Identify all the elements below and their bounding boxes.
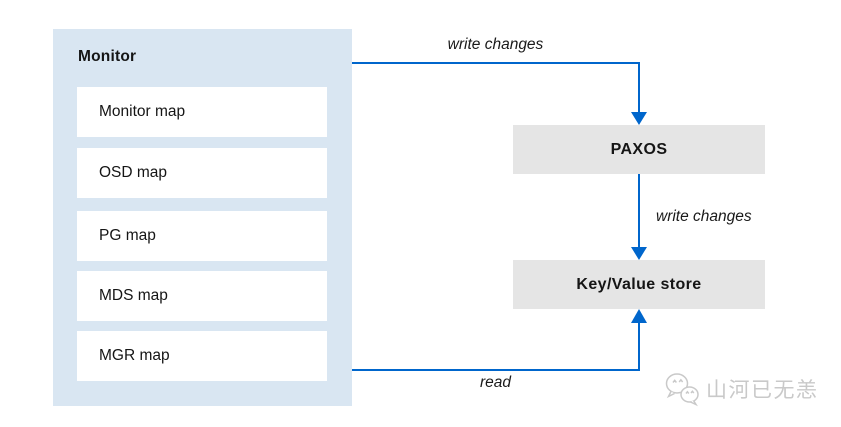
monitor-to-paxos-arrowhead [631, 112, 647, 125]
kv-store-node: Key/Value store [513, 260, 765, 309]
mds-map-node: MDS map [77, 271, 327, 321]
osd-map-node: OSD map [77, 148, 327, 198]
write-changes-label-top: write changes [447, 36, 544, 53]
mgr-map-node: MGR map [77, 331, 327, 381]
paxos-to-kv-arrowhead [631, 247, 647, 260]
monitor-group-title: Monitor [78, 48, 137, 65]
kv-to-monitor-arrowhead [631, 309, 647, 323]
monitor-map-node: Monitor map [77, 87, 327, 137]
read-label: read [479, 374, 512, 391]
watermark: 山河已无恙 [664, 371, 819, 407]
monitor-to-paxos-arrow [352, 62, 640, 114]
write-changes-label-mid: write changes [656, 208, 752, 225]
pg-map-node: PG map [77, 211, 327, 261]
monitor-group: Monitor Monitor map OSD map PG map MDS m… [53, 29, 352, 406]
paxos-node: PAXOS [513, 125, 765, 174]
kv-to-monitor-arrow [352, 323, 640, 371]
watermark-text: 山河已无恙 [706, 379, 819, 402]
wechat-icon [665, 373, 699, 407]
